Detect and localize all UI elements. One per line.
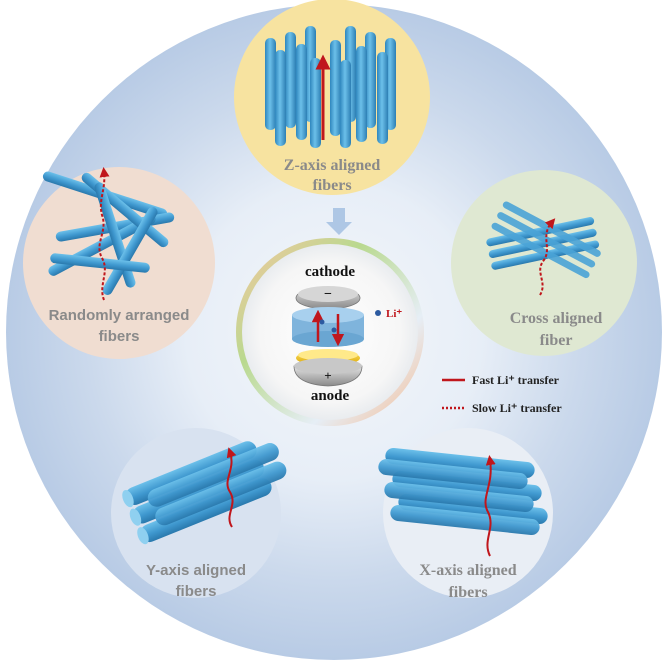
z-axis-label-1: Z-axis aligned	[284, 157, 381, 174]
x-axis-panel: X-axis aligned fibers	[378, 428, 553, 601]
y-fibers	[122, 441, 287, 545]
z-axis-panel: Z-axis aligned fibers	[234, 0, 430, 195]
slow-path-arrow	[539, 218, 556, 296]
y-axis-label-2: fibers	[176, 583, 217, 600]
y-axis-panel: Y-axis aligned fibers	[111, 428, 287, 600]
li-ion-label: Li⁺	[386, 308, 402, 320]
cross-aligned-panel: Cross aligned fiber	[451, 170, 637, 356]
random-panel: Randomly arranged fibers	[23, 167, 215, 359]
anode-label: anode	[311, 388, 350, 404]
x-axis-label-2: fibers	[448, 584, 487, 601]
random-slow-arrow	[98, 167, 110, 301]
x-slow-arrow	[484, 455, 496, 557]
z-fibers	[265, 26, 396, 148]
legend-fast-label: Fast Li⁺ transfer	[472, 373, 560, 387]
y-axis-label-1: Y-axis aligned	[146, 562, 246, 579]
cathode-label: cathode	[305, 264, 355, 280]
random-label-2: fibers	[99, 328, 140, 345]
x-axis-label-1: X-axis aligned	[419, 562, 516, 579]
li-ion-dot	[375, 310, 381, 316]
random-label-1: Randomly arranged	[49, 307, 190, 324]
y-fast-arrow	[226, 447, 237, 528]
legend-slow-label: Slow Li⁺ transfer	[472, 401, 562, 415]
cross-label-1: Cross aligned	[510, 310, 603, 327]
down-arrow	[326, 208, 352, 235]
z-axis-label-2: fibers	[312, 177, 351, 194]
minus-sign: −	[324, 287, 332, 302]
plus-sign: +	[324, 368, 331, 383]
legend: Fast Li⁺ transfer Slow Li⁺ transfer	[442, 373, 562, 415]
center-battery: cathode − + anode Li⁺	[236, 238, 424, 426]
cross-label-2: fiber	[540, 332, 573, 349]
